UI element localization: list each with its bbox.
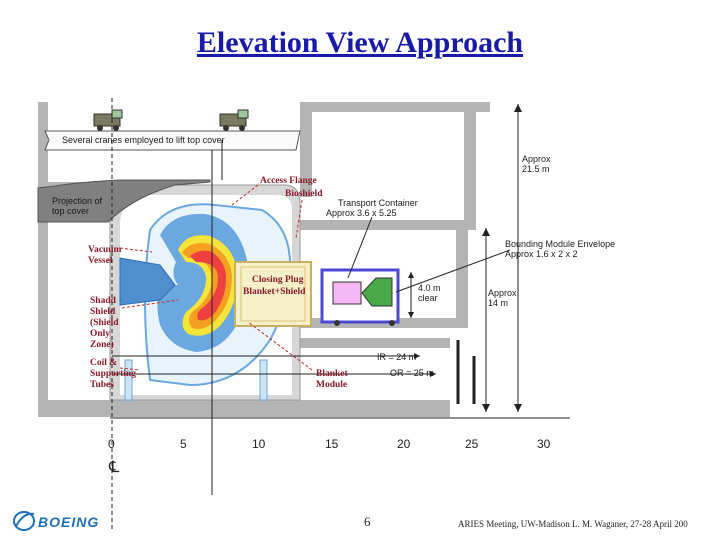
centerline-symbol: ℄ — [108, 459, 120, 476]
bounding-module — [332, 281, 362, 305]
coil-label-line3: Tubes — [90, 380, 114, 390]
shield-inner-left — [119, 257, 176, 306]
support-tube — [124, 359, 133, 401]
height-14-label-line2: 14 m — [488, 298, 508, 308]
transport-label-line2: Approx 3.6 x 5.25 — [326, 208, 397, 218]
support-tube — [259, 359, 268, 401]
pit-floor — [300, 400, 450, 417]
page-number: 6 — [364, 514, 371, 529]
height-14-label-line1: Approx — [488, 288, 517, 298]
axis-tick-label: 10 — [252, 437, 266, 451]
page-title: Elevation View Approach — [196, 26, 524, 59]
vacuum-label-line1: Vacuum — [88, 245, 122, 255]
shield-label-line2: Shield — [90, 307, 116, 317]
projection-label-line1: Projection of — [52, 196, 103, 206]
crane-right — [219, 109, 249, 131]
clear-label-line1: 4.0 m — [418, 283, 441, 293]
access-flange-label: Access Flange — [260, 176, 317, 186]
blanket-red — [190, 250, 226, 321]
leader-line — [295, 199, 303, 239]
crane-left — [93, 109, 123, 131]
leader-line — [121, 299, 179, 309]
projection-label-line2: top cover — [52, 206, 89, 216]
axis-tick-label: 0 — [108, 437, 115, 451]
closing-plug-label-line2: Blanket+Shield — [243, 287, 306, 297]
vacuum-label-line2: Vessel — [88, 256, 113, 266]
blanket-label-line2: Module — [316, 380, 347, 390]
leader-line — [119, 247, 153, 253]
leader-line — [347, 216, 373, 279]
shield-label-line4: Only — [90, 329, 110, 339]
blanket-label-line1: Blanket — [316, 369, 349, 379]
ir-label: IR = 24 m — [377, 352, 416, 362]
closing-plug — [234, 261, 312, 327]
boeing-logo: BOEING — [13, 511, 99, 531]
crane-beam — [44, 130, 301, 151]
building-floor — [38, 400, 310, 417]
coil-label-line2: Supporting — [90, 369, 136, 379]
height-21-label-line1: Approx — [522, 154, 551, 164]
axis-tick-label: 20 — [397, 437, 411, 451]
interior-wall-right — [464, 102, 476, 227]
closing-plug-inner — [240, 266, 306, 322]
boeing-wordmark: BOEING — [38, 514, 99, 530]
axis-tick-label: 25 — [465, 437, 479, 451]
container-wheel — [389, 320, 395, 326]
axis-tick-label: 15 — [325, 437, 339, 451]
bioshield-label: Bioshield — [285, 189, 323, 199]
upper-wall — [300, 102, 490, 112]
transport-arm — [361, 277, 393, 307]
axis-tick-label: 30 — [537, 437, 551, 451]
height-21-label-line2: 21.5 m — [522, 164, 550, 174]
leader-line — [247, 321, 313, 371]
top-cover-projection — [37, 179, 211, 223]
left-wall — [38, 102, 48, 417]
closing-plug-label-line1: Closing Plug — [252, 275, 304, 285]
bounding-label-line2: Approx 1.6 x 2 x 2 — [505, 249, 578, 259]
mid-floor — [300, 220, 476, 230]
bounding-label-line1: Bounding Module Envelope — [505, 239, 615, 249]
cranes-label: Several cranes employed to lift top cove… — [62, 135, 225, 145]
lower-step — [300, 338, 450, 348]
or-label: OR = 25 m — [390, 368, 434, 378]
container-wheel — [334, 320, 340, 326]
footer-credit: ARIES Meeting, UW-Madison L. M. Waganer,… — [458, 519, 688, 529]
axis-tick-label: 5 — [180, 437, 187, 451]
leader-line — [231, 184, 259, 206]
shield-label-line3: (Shield — [90, 317, 119, 328]
coil-label-line1: Coil & — [90, 358, 117, 368]
right-room-wall — [456, 228, 468, 323]
interior-wall-left — [300, 102, 312, 197]
clear-label-line2: clear — [418, 293, 438, 303]
shield-label-line1: Shadd — [90, 296, 117, 306]
leader-line — [119, 367, 141, 371]
shield-label-line5: Zone) — [90, 339, 114, 350]
transport-label-line1: Transport Container — [338, 198, 418, 208]
leader-line — [395, 249, 511, 293]
